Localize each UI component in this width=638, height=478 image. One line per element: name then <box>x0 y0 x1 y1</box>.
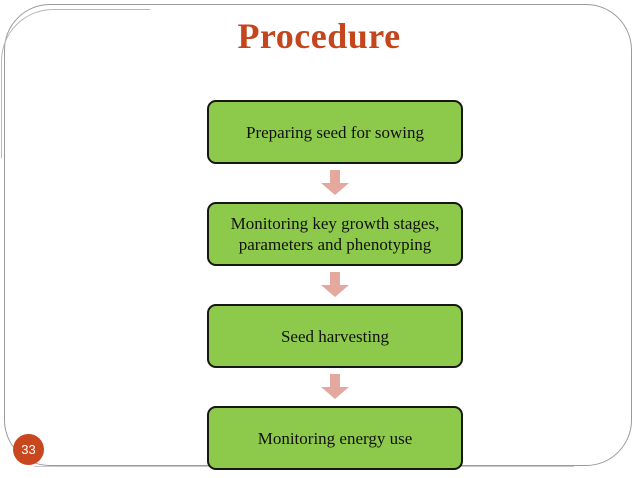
page-number-badge: 33 <box>13 434 44 465</box>
flow-node-1: Preparing seed for sowing <box>207 100 463 164</box>
flow-node-3: Seed harvesting <box>207 304 463 368</box>
flow-node-3-label: Seed harvesting <box>280 326 390 346</box>
flow-node-1-label: Preparing seed for sowing <box>246 122 424 142</box>
flow-node-2: Monitoring key growth stages, parameters… <box>207 202 463 266</box>
slide-frame-accent-arc <box>1 9 151 159</box>
arrow-down-icon <box>321 374 349 399</box>
flow-connector-1 <box>207 164 463 202</box>
flow-node-4: Monitoring energy use <box>207 406 463 470</box>
flow-node-4-label: Monitoring energy use <box>257 428 413 448</box>
flow-node-2-label: Monitoring key growth stages, parameters… <box>230 214 440 254</box>
arrow-down-icon <box>321 170 349 195</box>
procedure-flowchart: Preparing seed for sowing Monitoring key… <box>207 100 463 470</box>
page-number-label: 33 <box>21 442 36 457</box>
flow-connector-3 <box>207 368 463 406</box>
page-title: Procedure <box>237 16 401 56</box>
arrow-down-icon <box>321 272 349 297</box>
flow-connector-2 <box>207 266 463 304</box>
